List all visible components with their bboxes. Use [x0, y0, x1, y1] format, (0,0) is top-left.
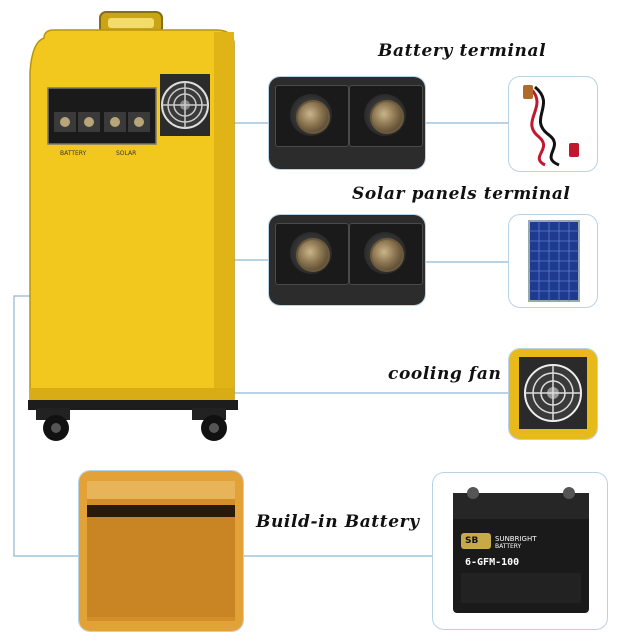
solar-terminal-label: Solar panels terminal: [352, 184, 571, 204]
solar-terminal-photo: [268, 214, 426, 306]
battery-model: 6-GFM-100: [465, 557, 520, 568]
battery-terminal-label: Battery terminal: [378, 41, 547, 61]
cabinet-battery-label: BATTERY: [60, 150, 87, 157]
battery-logo: SB: [465, 536, 479, 546]
cooling-fan-label: cooling fan: [388, 364, 502, 384]
build-in-battery-label: Build-in Battery: [256, 512, 420, 532]
build-in-battery-leader: [13, 295, 78, 557]
solar-panel-photo: [508, 214, 598, 308]
cooling-fan-photo: [508, 348, 598, 440]
power-station-cabinet: BATTERY SOLAR: [22, 8, 244, 444]
battery-product-photo: SB SUNBRIGHT BATTERY 6-GFM-100: [432, 472, 608, 630]
battery-brand-sub: BATTERY: [495, 543, 522, 550]
battery-terminal-photo: [268, 76, 426, 170]
battery-cable-photo: [508, 76, 598, 172]
battery-brand: SUNBRIGHT: [495, 535, 537, 543]
battery-compartment-photo: [78, 470, 244, 632]
cabinet-solar-label: SOLAR: [116, 150, 137, 157]
